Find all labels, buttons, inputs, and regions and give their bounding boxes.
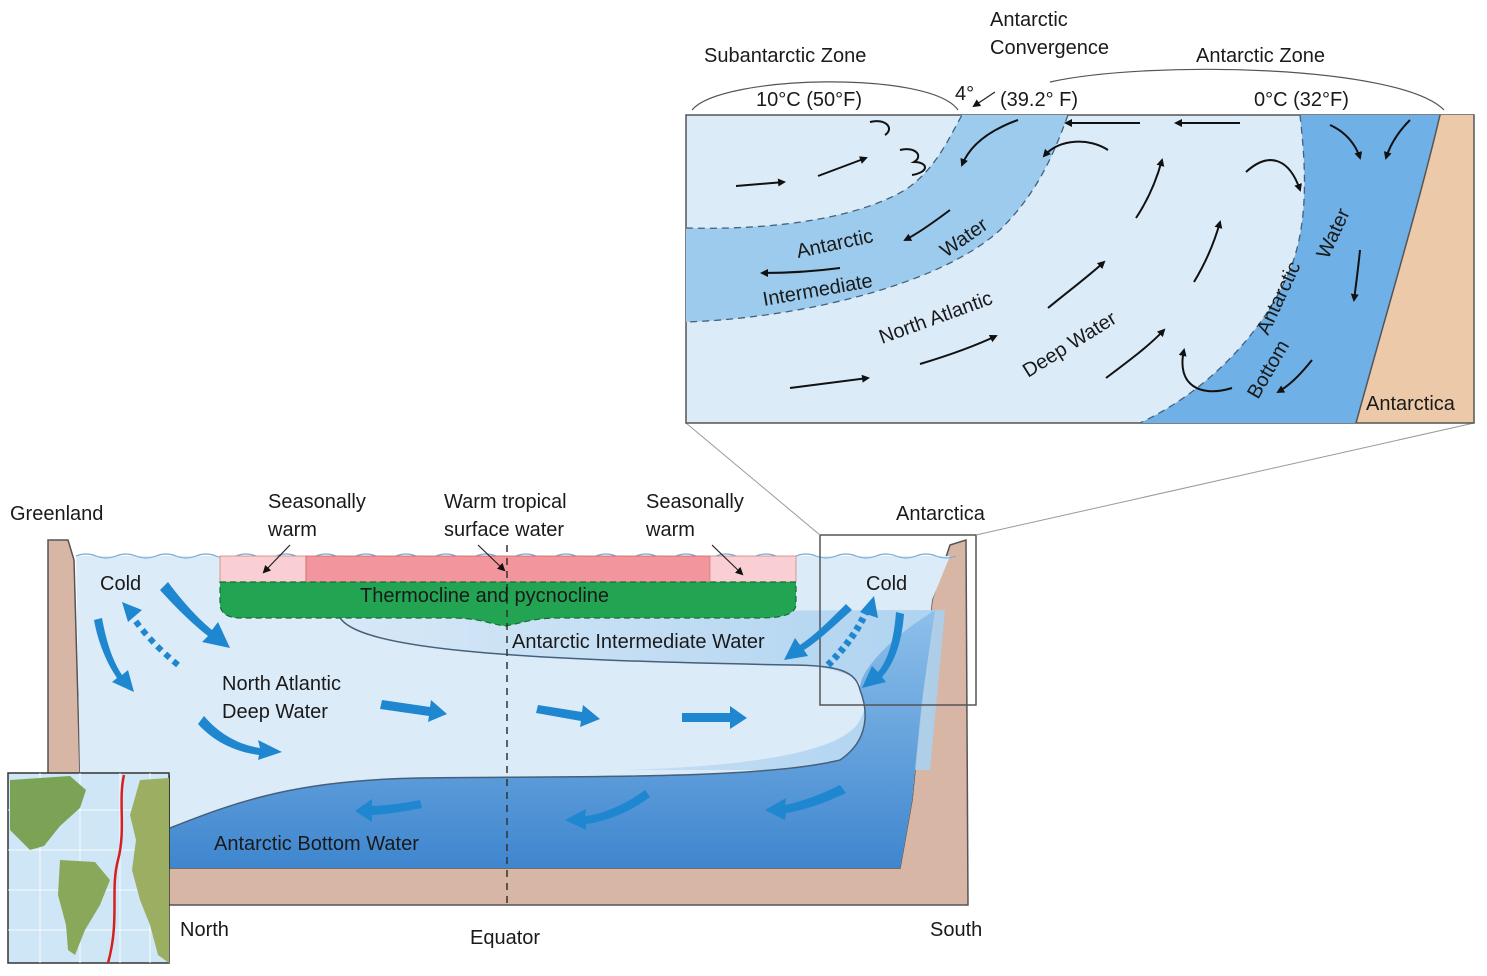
label-temp-right: 0°C (32°F) xyxy=(1254,89,1349,111)
inset-arrow xyxy=(960,119,1019,167)
label-abw-main: Antarctic Bottom Water xyxy=(214,833,419,855)
inset-detail: Subantarctic Zone Antarctic Convergence … xyxy=(685,9,1475,424)
upwelling-arrow-left xyxy=(129,614,180,668)
label-north: North xyxy=(180,919,229,941)
europe-africa-shape xyxy=(130,778,169,963)
flow-arrow xyxy=(682,706,747,729)
inset-flow-arrows xyxy=(735,119,1411,394)
south-america-shape xyxy=(58,860,110,955)
inset-arrow xyxy=(1135,158,1165,219)
inset-arrow xyxy=(1193,220,1223,283)
flow-arrow xyxy=(380,700,447,722)
label-seasonal-left-1: Seasonally xyxy=(268,491,366,513)
label-seasonal-right-1: Seasonally xyxy=(646,491,744,513)
inset-arrow xyxy=(1178,348,1233,393)
inset-eddy xyxy=(899,148,926,176)
inset-arrow xyxy=(1276,359,1313,394)
flow-arrow xyxy=(536,705,600,727)
label-convergence-2: Convergence xyxy=(990,37,1109,59)
inset-arrow xyxy=(919,334,998,365)
inset-antarctica-land xyxy=(1355,115,1474,423)
label-cold-right: Cold xyxy=(866,573,907,595)
upwelling-arrow-left-head xyxy=(122,602,142,622)
label-nadw-main-2: Deep Water xyxy=(222,701,328,723)
inset-arrow xyxy=(1245,159,1302,192)
section-line xyxy=(106,774,126,964)
inset-arrow xyxy=(1047,260,1106,309)
flow-arrow xyxy=(160,582,230,648)
label-tropical-1: Warm tropical xyxy=(444,491,567,513)
upwelling-arrow-right-head xyxy=(860,596,878,618)
bottom-water-zone xyxy=(170,610,935,868)
label-seasonal-right-2: warm xyxy=(645,519,695,541)
main-flow-arrows xyxy=(94,582,904,830)
world-map-atlantic-section-icon xyxy=(7,772,170,964)
label-thermocline: Thermocline and pycnocline xyxy=(360,585,609,607)
zoom-box xyxy=(819,534,977,706)
inset-arrow xyxy=(789,374,870,389)
inset-arrow xyxy=(760,267,841,277)
bracket-antarctic xyxy=(1049,68,1445,111)
flow-arrow xyxy=(765,785,846,820)
inset-arrow xyxy=(817,156,868,177)
zoom-connector-left xyxy=(685,422,821,536)
label-greenland: Greenland xyxy=(10,503,103,525)
warm-tropical-band xyxy=(305,555,711,583)
flow-arrow xyxy=(784,604,852,660)
pointer-seasonal-right xyxy=(711,544,744,576)
flow-arrow xyxy=(565,790,650,830)
inset-bottom-band xyxy=(1140,115,1445,423)
inset-arrow xyxy=(903,209,951,241)
inset-aiw-band xyxy=(686,115,1068,322)
inset-eddy xyxy=(869,120,890,136)
pointer-seasonal-left xyxy=(262,544,291,574)
inset-arrow xyxy=(735,178,786,187)
pointer-tropical xyxy=(477,544,506,572)
label-antarctica-main: Antarctica xyxy=(896,503,986,525)
label-seasonal-left-2: warm xyxy=(267,519,317,541)
inset-arrow xyxy=(1105,328,1166,379)
pointer-convergence xyxy=(972,91,996,108)
label-antarctic-zone: Antarctic Zone xyxy=(1196,45,1325,67)
thermocline-band xyxy=(219,581,797,627)
seasonal-warm-right-band xyxy=(709,555,797,583)
north-america-shape xyxy=(10,776,86,850)
inset-arrow xyxy=(1329,124,1363,160)
inset-bottom-boundary xyxy=(1139,115,1306,423)
bracket-subantarctic xyxy=(691,81,959,111)
seasonal-warm-left-band xyxy=(219,555,307,583)
inset-arrow xyxy=(1042,140,1109,158)
inset-aiw-boundary-lower xyxy=(686,115,1069,323)
flow-arrow xyxy=(94,618,134,692)
label-south: South xyxy=(930,919,982,941)
zoom-connector-right xyxy=(975,422,1475,536)
cross-section: Greenland Antarctica Seasonally warm War… xyxy=(10,422,1475,949)
inset-arrow xyxy=(1350,249,1361,302)
bottom-water-boundary xyxy=(169,611,866,829)
inset-eddies xyxy=(869,120,926,176)
label-temp-mid: (39.2° F) xyxy=(1000,89,1078,111)
label-tropical-2: surface water xyxy=(444,519,564,541)
flow-arrow xyxy=(862,612,904,688)
label-temp-mid-deg: 4° xyxy=(955,83,974,105)
label-convergence-1: Antarctic xyxy=(990,9,1068,31)
label-aiw-main: Antarctic Intermediate Water xyxy=(512,631,765,653)
label-inset-antarctica: Antarctica xyxy=(1366,393,1456,415)
upwelling-arrows xyxy=(122,596,878,668)
inset-arrow xyxy=(1383,119,1411,160)
label-temp-left: 10°C (50°F) xyxy=(756,89,862,111)
label-equator: Equator xyxy=(470,927,540,949)
label-nadw-main-1: North Atlantic xyxy=(222,673,341,695)
flow-arrow xyxy=(198,716,282,760)
label-cold-left: Cold xyxy=(100,573,141,595)
flow-arrow xyxy=(355,799,422,822)
label-subantarctic-zone: Subantarctic Zone xyxy=(704,45,866,67)
